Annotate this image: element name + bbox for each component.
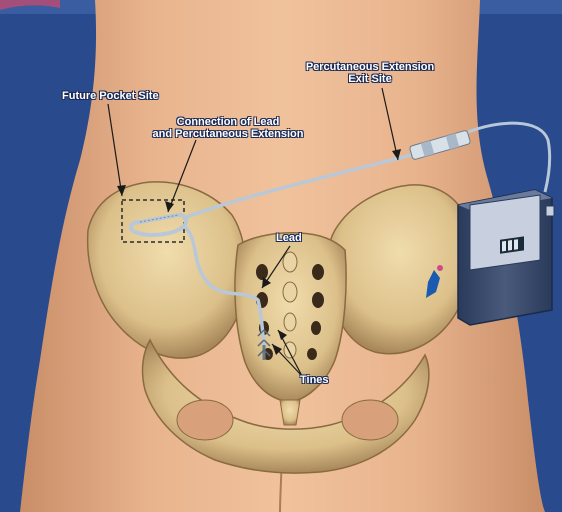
exit-line2-text: Exit Site <box>300 73 440 85</box>
label-exit-site: Percutaneous Extension Exit Site <box>300 61 440 85</box>
connection-line1-text: Connection of Lead <box>148 116 308 128</box>
label-future-pocket-site: Future Pocket Site <box>62 90 159 102</box>
label-lead: Lead <box>276 232 302 244</box>
connection-line2-text: and Percutaneous Extension <box>148 128 308 140</box>
exit-line1-text: Percutaneous Extension <box>300 61 440 73</box>
future-pocket-site-text: Future Pocket Site <box>62 90 159 102</box>
lead-text: Lead <box>276 232 302 244</box>
label-connection: Connection of Lead and Percutaneous Exte… <box>148 116 308 140</box>
label-tines: Tines <box>300 374 329 386</box>
tines-text: Tines <box>300 374 329 386</box>
external-stimulator <box>458 190 554 325</box>
